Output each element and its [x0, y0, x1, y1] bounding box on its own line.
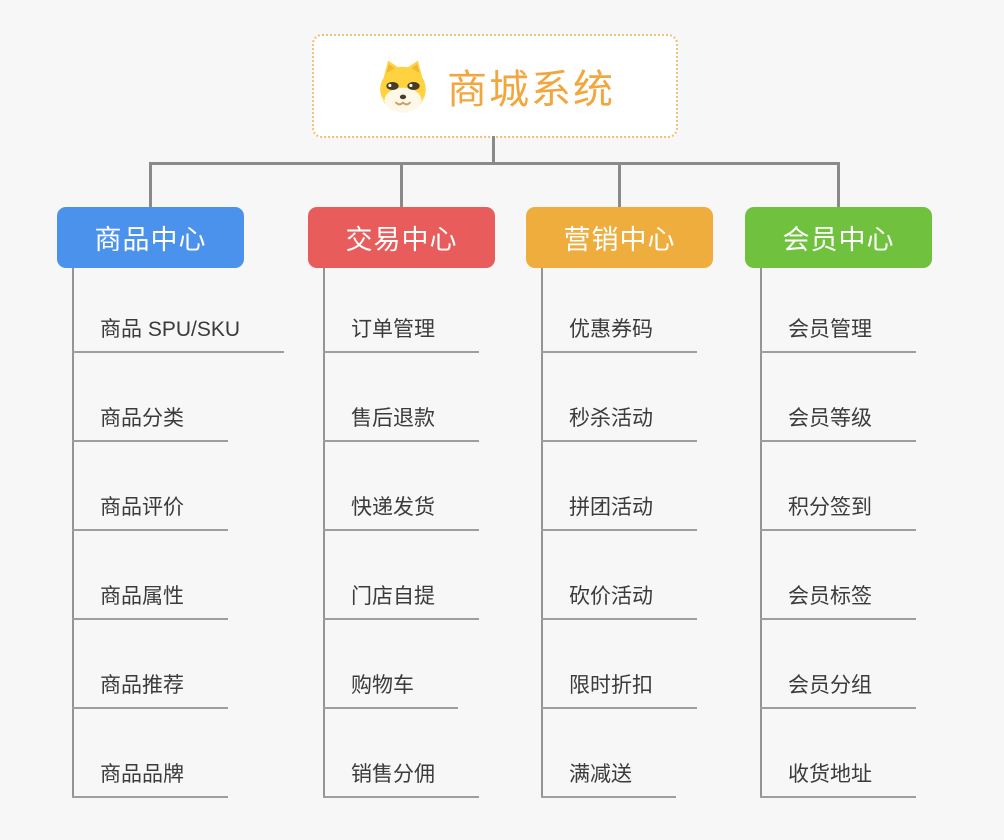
leaf-node[interactable]: 优惠券码: [541, 268, 697, 353]
branch-trunk-line: [72, 268, 74, 798]
doge-icon: [375, 58, 431, 114]
connector-drop-product: [149, 162, 152, 208]
leaf-node[interactable]: 限时折扣: [541, 620, 697, 709]
branch-node[interactable]: 会员中心: [745, 207, 932, 268]
leaf-node[interactable]: 满减送: [541, 709, 676, 798]
leaf-node[interactable]: 商品属性: [72, 531, 228, 620]
leaf-node[interactable]: 商品分类: [72, 353, 228, 442]
branch-node[interactable]: 交易中心: [308, 207, 495, 268]
leaf-node[interactable]: 订单管理: [323, 268, 479, 353]
branch-trunk-line: [760, 268, 762, 798]
branch-node[interactable]: 营销中心: [526, 207, 713, 268]
leaf-node[interactable]: 售后退款: [323, 353, 479, 442]
leaf-node[interactable]: 秒杀活动: [541, 353, 697, 442]
leaf-node[interactable]: 商品推荐: [72, 620, 228, 709]
leaf-node[interactable]: 会员标签: [760, 531, 916, 620]
connector-root-stem: [492, 136, 495, 163]
leaf-node[interactable]: 拼团活动: [541, 442, 697, 531]
leaf-node[interactable]: 快递发货: [323, 442, 479, 531]
leaf-list: 订单管理 售后退款 快递发货 门店自提 购物车 销售分佣: [323, 268, 479, 798]
branch-marketing-center: 营销中心 优惠券码 秒杀活动 拼团活动 砍价活动 限时折扣 满减送: [526, 207, 713, 798]
connector-drop-trade: [400, 162, 403, 208]
leaf-node[interactable]: 商品 SPU/SKU: [72, 268, 285, 353]
leaf-node[interactable]: 门店自提: [323, 531, 479, 620]
branch-member-center: 会员中心 会员管理 会员等级 积分签到 会员标签 会员分组 收货地址: [745, 207, 932, 798]
leaf-list: 商品 SPU/SKU 商品分类 商品评价 商品属性 商品推荐 商品品牌: [72, 268, 285, 798]
leaf-list: 会员管理 会员等级 积分签到 会员标签 会员分组 收货地址: [760, 268, 916, 798]
leaf-node[interactable]: 积分签到: [760, 442, 916, 531]
root-title: 商城系统: [447, 68, 615, 112]
leaf-node[interactable]: 会员管理: [760, 268, 916, 353]
branch-product-center: 商品中心 商品 SPU/SKU 商品分类 商品评价 商品属性 商品推荐 商品品牌: [57, 207, 285, 798]
connector-drop-marketing: [618, 162, 621, 208]
leaf-node[interactable]: 会员分组: [760, 620, 916, 709]
leaf-node[interactable]: 收货地址: [760, 709, 916, 798]
leaf-node[interactable]: 销售分佣: [323, 709, 479, 798]
leaf-node[interactable]: 会员等级: [760, 353, 916, 442]
leaf-list: 优惠券码 秒杀活动 拼团活动 砍价活动 限时折扣 满减送: [541, 268, 697, 798]
leaf-node[interactable]: 商品品牌: [72, 709, 228, 798]
leaf-node[interactable]: 砍价活动: [541, 531, 697, 620]
branch-trunk-line: [323, 268, 325, 798]
connector-drop-member: [837, 162, 840, 208]
connector-top-rail: [149, 162, 840, 165]
leaf-node[interactable]: 商品评价: [72, 442, 228, 531]
branch-trade-center: 交易中心 订单管理 售后退款 快递发货 门店自提 购物车 销售分佣: [308, 207, 495, 798]
branch-trunk-line: [541, 268, 543, 798]
branch-node[interactable]: 商品中心: [57, 207, 244, 268]
leaf-node[interactable]: 购物车: [323, 620, 458, 709]
root-node[interactable]: 商城系统: [312, 34, 678, 138]
